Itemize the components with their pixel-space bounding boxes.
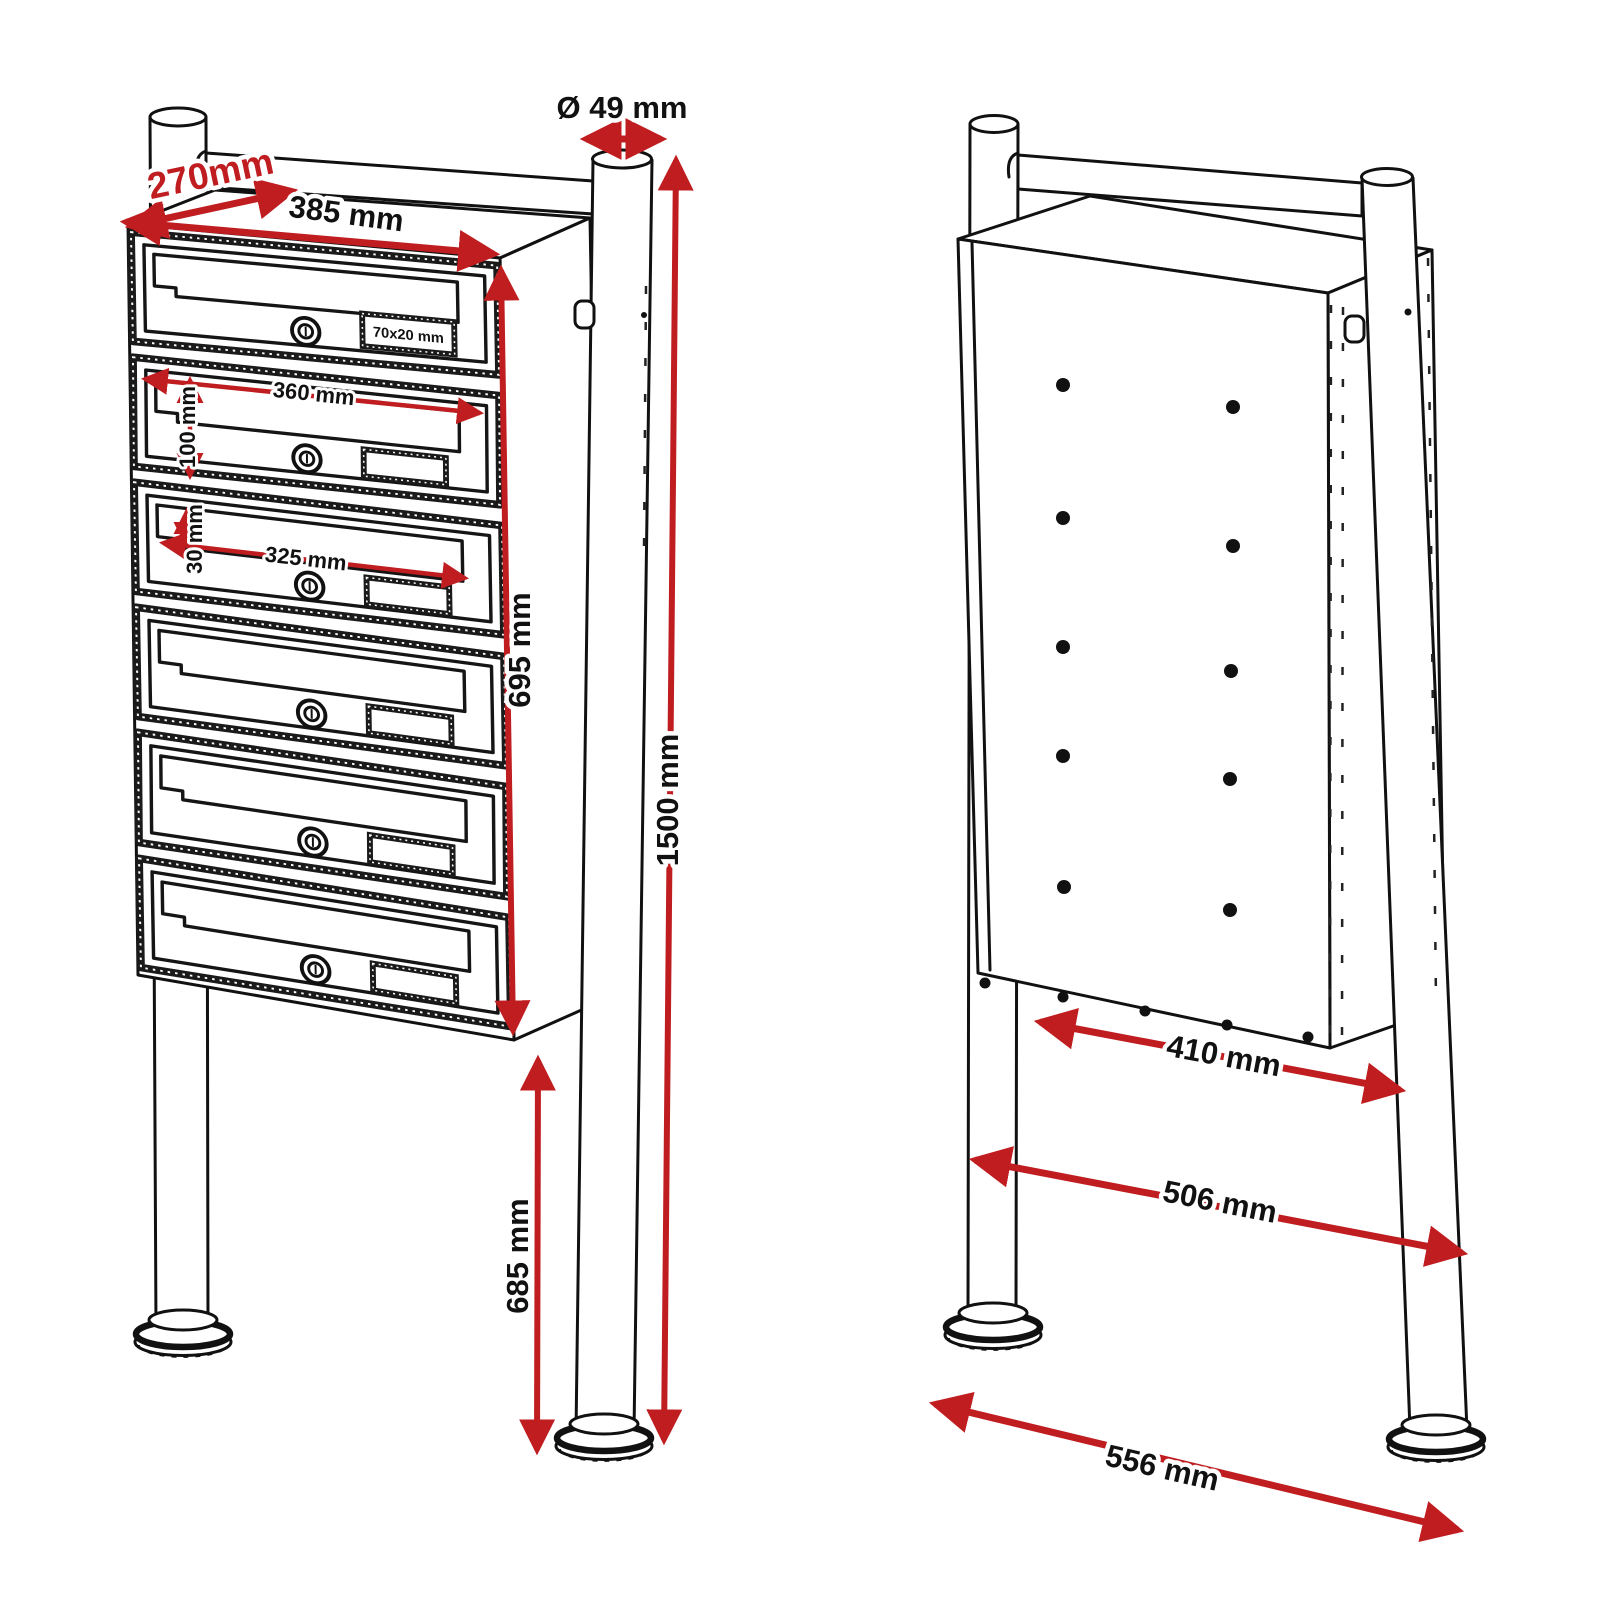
dim-width-arrow — [119, 204, 501, 272]
dim-total-height-label: 1500 mm — [650, 734, 685, 867]
dim-base-spread-arrow — [928, 1391, 1465, 1543]
dim-cabinet-height-label: 695 mm — [502, 592, 537, 707]
post-foot-left — [945, 1303, 1041, 1350]
dim-post-inner-spacing-arrow — [1033, 1007, 1407, 1105]
rear-view: 410 mm 506 mm 556 mm — [928, 114, 1484, 1543]
post-screw-dot — [1404, 308, 1412, 316]
post-hatch-marks — [642, 285, 648, 549]
crossbar-fillet — [194, 149, 208, 177]
post-foot-left — [135, 1310, 231, 1357]
edge-hatch-marks — [1328, 304, 1333, 1041]
mounting-tab — [1343, 314, 1366, 344]
dim-total-height-arrow — [646, 154, 694, 1446]
dim-base-spread-label: 556 mm — [1102, 1438, 1222, 1498]
dim-leg-clearance-label: 685 mm — [500, 1198, 535, 1313]
dim-slot-height-label: 30 mm — [182, 504, 207, 574]
dim-post-outer-spacing-arrow — [968, 1146, 1469, 1267]
post-foot-right — [1388, 1415, 1484, 1462]
dim-post-inner-spacing-label: 410 mm — [1164, 1028, 1284, 1083]
post-foot-right — [556, 1414, 652, 1461]
dim-slot-width-lower-arrow — [158, 532, 470, 589]
dim-post-diameter-label: Ø 49 mm — [557, 90, 688, 125]
crossbar-fillet — [1006, 151, 1020, 179]
dim-leg-clearance-arrow — [519, 1054, 556, 1456]
cabinet-back-face — [956, 237, 1332, 1050]
post-screw-dot — [641, 312, 647, 318]
dim-compartment-height-label: 100 mm — [175, 386, 200, 468]
front-view: 70x20 mm 270mm 385 mm Ø 4 — [119, 86, 694, 1461]
back-panel-edge — [970, 241, 992, 972]
post-right — [574, 148, 654, 1434]
dim-post-outer-spacing-label: 506 mm — [1160, 1173, 1280, 1229]
dim-cabinet-height-arrow — [483, 264, 531, 1037]
edge-hatch-marks — [1340, 306, 1345, 1043]
mounting-tab — [573, 299, 596, 330]
